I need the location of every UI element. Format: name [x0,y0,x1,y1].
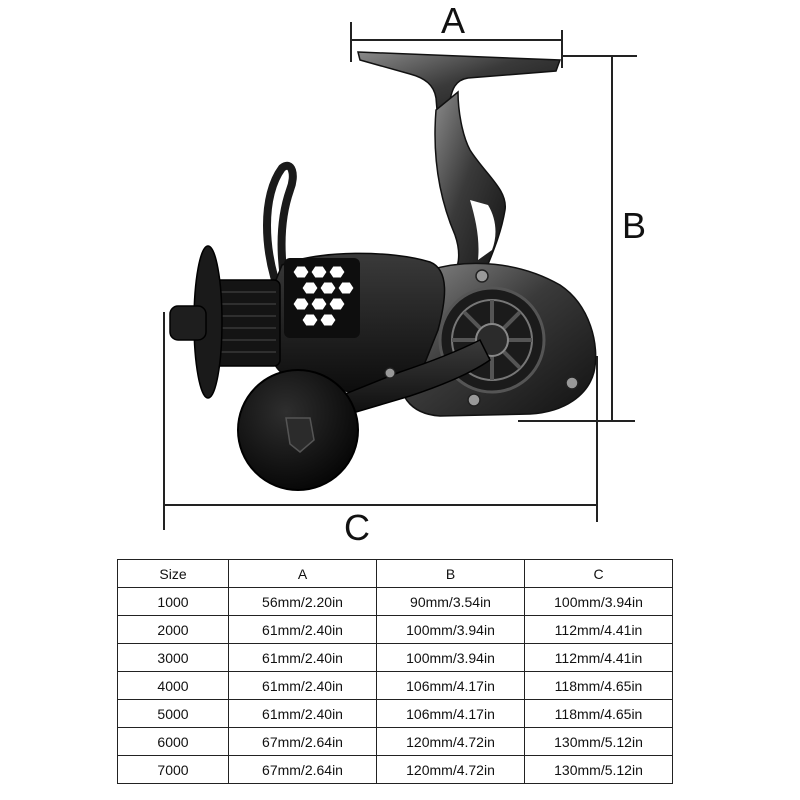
cell-size: 5000 [117,699,229,728]
cell-b: 106mm/4.17in [376,671,525,700]
table-row: 7000 67mm/2.64in 120mm/4.72in 130mm/5.12… [117,755,673,784]
cell-b: 100mm/3.94in [376,643,525,672]
cell-a: 56mm/2.20in [228,587,377,616]
size-spec-table: Size A B C 1000 56mm/2.20in 90mm/3.54in … [117,559,673,784]
cell-b: 120mm/4.72in [376,727,525,756]
cell-a: 67mm/2.64in [228,755,377,784]
cell-c: 130mm/5.12in [524,755,673,784]
screw-top [475,269,489,283]
stem-cutout [470,200,496,260]
dimension-b-label: B [622,205,646,246]
table-row: 1000 56mm/2.20in 90mm/3.54in 100mm/3.94i… [117,587,673,616]
dimension-b: B [518,55,646,422]
cell-size: 3000 [117,643,229,672]
cell-size: 7000 [117,755,229,784]
reel-stem [434,90,506,286]
rotor-honeycomb [284,258,360,338]
cell-a: 67mm/2.64in [228,727,377,756]
cell-a: 61mm/2.40in [228,643,377,672]
dimension-c: C [163,312,598,545]
cell-size: 4000 [117,671,229,700]
cell-b: 100mm/3.94in [376,615,525,644]
header-b: B [376,559,525,588]
cell-a: 61mm/2.40in [228,615,377,644]
cell-size: 1000 [117,587,229,616]
screw-right [565,376,579,390]
screw-bottom [467,393,481,407]
cell-size: 6000 [117,727,229,756]
cell-b: 106mm/4.17in [376,699,525,728]
header-a: A [228,559,377,588]
header-c: C [524,559,673,588]
table-row: 2000 61mm/2.40in 100mm/3.94in 112mm/4.41… [117,615,673,644]
table-row: 6000 67mm/2.64in 120mm/4.72in 130mm/5.12… [117,727,673,756]
table-row: 4000 61mm/2.40in 106mm/4.17in 118mm/4.65… [117,671,673,700]
header-size: Size [117,559,229,588]
cell-c: 130mm/5.12in [524,727,673,756]
table-row: 5000 61mm/2.40in 106mm/4.17in 118mm/4.65… [117,699,673,728]
cell-b: 120mm/4.72in [376,755,525,784]
dimension-c-label: C [344,507,370,545]
reel-dimension-diagram: A B C [163,0,646,545]
dimension-a: A [350,0,563,68]
cell-c: 118mm/4.65in [524,671,673,700]
spool-grooves [214,291,276,353]
cell-c: 118mm/4.65in [524,699,673,728]
cell-c: 112mm/4.41in [524,615,673,644]
handle-arm-screw [384,367,396,379]
cell-c: 112mm/4.41in [524,643,673,672]
cell-a: 61mm/2.40in [228,699,377,728]
fishing-reel-image [169,51,597,491]
table-row: 3000 61mm/2.40in 100mm/3.94in 112mm/4.41… [117,643,673,672]
dimension-a-label: A [441,0,465,41]
cell-c: 100mm/3.94in [524,587,673,616]
drag-knob [169,305,207,341]
cell-a: 61mm/2.40in [228,671,377,700]
cell-b: 90mm/3.54in [376,587,525,616]
handle-knob-cap [285,417,315,453]
table-header-row: Size A B C [117,559,673,588]
cell-size: 2000 [117,615,229,644]
